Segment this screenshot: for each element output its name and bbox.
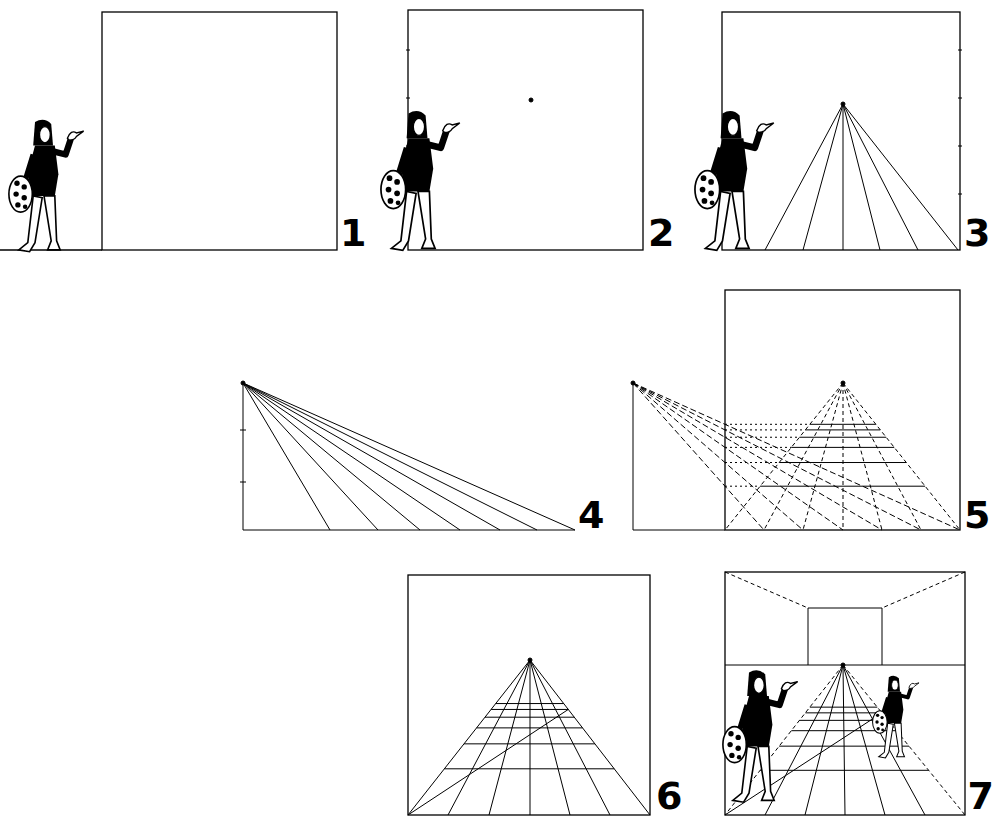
construction-line: [765, 104, 843, 250]
construction-line: [843, 104, 918, 250]
step-number: 5: [964, 496, 990, 534]
construction-line: [805, 712, 882, 713]
painter-figure: [381, 111, 460, 250]
construction-line: [803, 383, 843, 530]
construction-line: [808, 608, 882, 609]
construction-line: [633, 383, 882, 530]
construction-line: [633, 383, 764, 530]
construction-line: [496, 703, 564, 704]
construction-line: [779, 462, 906, 463]
construction-line: [760, 486, 925, 487]
step-number: 6: [656, 777, 682, 815]
construction-line: [240, 482, 246, 483]
construction-line: [808, 608, 809, 665]
construction-line: [725, 383, 843, 530]
construction-line: [843, 104, 844, 250]
construction-line: [633, 383, 634, 530]
construction-line: [843, 383, 844, 530]
construction-line: [843, 104, 880, 250]
construction-line: [243, 383, 537, 530]
construction-line: [243, 530, 575, 531]
construction-line: [805, 665, 843, 815]
picture-frame: [725, 290, 960, 530]
construction-line: [725, 665, 965, 666]
construction-line: [243, 383, 575, 530]
step-number: 2: [648, 214, 674, 252]
construction-line: [406, 98, 410, 99]
construction-line: [725, 462, 779, 463]
construction-line: [843, 665, 845, 815]
construction-line: [408, 660, 530, 815]
construction-line: [791, 447, 894, 448]
construction-lines: [240, 50, 965, 815]
step-number: 1: [340, 214, 366, 252]
painter-figure: [873, 676, 919, 758]
construction-line: [530, 660, 531, 815]
painter-figure: [9, 120, 84, 252]
construction-line: [243, 383, 420, 530]
construction-line: [491, 709, 568, 710]
construction-line: [725, 429, 805, 430]
construction-line: [530, 660, 570, 815]
construction-line: [764, 383, 843, 530]
construction-line: [843, 383, 960, 530]
construction-line: [799, 437, 886, 438]
construction-line: [958, 98, 962, 99]
construction-line: [408, 709, 568, 815]
construction-line: [882, 572, 965, 608]
construction-line: [843, 665, 965, 815]
construction-line: [477, 727, 583, 728]
construction-line: [444, 768, 614, 769]
step-number: 7: [968, 777, 994, 815]
construction-line: [843, 665, 885, 815]
construction-line: [958, 50, 962, 51]
construction-line: [633, 383, 921, 530]
construction-line: [243, 383, 378, 530]
construction-line: [958, 146, 962, 147]
construction-line: [725, 447, 791, 448]
step-number: 4: [578, 496, 604, 534]
construction-line: [805, 429, 880, 430]
construction-line: [725, 424, 810, 425]
construction-line: [882, 608, 883, 665]
construction-line: [843, 383, 882, 530]
painter-figure: [695, 111, 774, 250]
construction-line: [765, 665, 843, 815]
construction-line: [843, 665, 925, 815]
construction-line: [843, 104, 958, 250]
construction-line: [760, 770, 928, 771]
construction-line: [803, 104, 843, 250]
picture-frame: [408, 575, 650, 815]
construction-line: [243, 383, 500, 530]
painter-figure: [723, 670, 798, 802]
construction-line: [489, 660, 530, 815]
construction-line: [810, 424, 876, 425]
construction-line: [448, 660, 530, 815]
construction-line: [725, 572, 808, 608]
construction-line: [406, 50, 410, 51]
construction-line: [464, 743, 595, 744]
construction-line: [958, 194, 962, 195]
construction-line: [530, 660, 650, 815]
construction-line: [243, 383, 244, 530]
construction-line: [633, 383, 843, 530]
construction-line: [530, 660, 610, 815]
construction-line: [633, 530, 725, 531]
picture-frame: [102, 12, 337, 250]
construction-line: [725, 486, 760, 487]
construction-line: [633, 383, 960, 530]
frames: [0, 10, 965, 815]
construction-line: [810, 707, 877, 708]
construction-line: [243, 383, 460, 530]
construction-line: [725, 437, 799, 438]
vanishing-point: [529, 98, 533, 102]
construction-line: [843, 383, 921, 530]
construction-line: [240, 430, 246, 431]
step-number: 3: [964, 214, 990, 252]
construction-line: [485, 717, 574, 718]
